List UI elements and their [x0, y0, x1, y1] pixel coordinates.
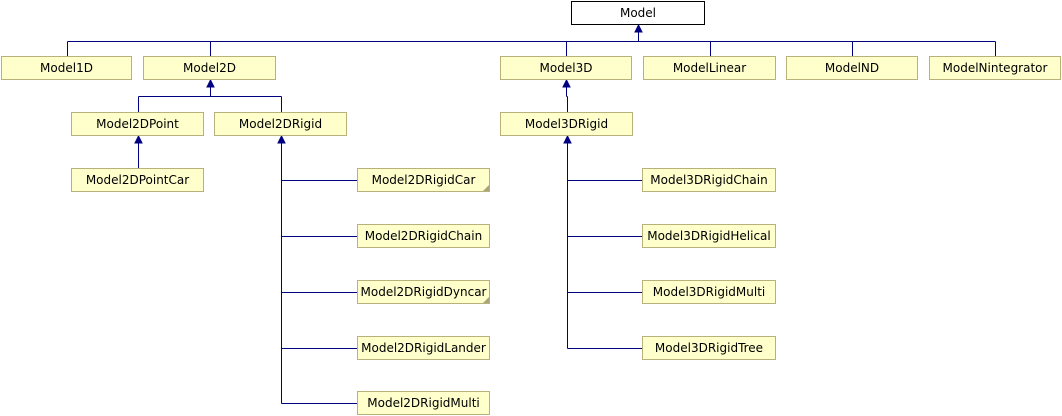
node-model2drigidmulti[interactable]: Model2DRigidMulti	[357, 391, 490, 415]
inheritance-arrow-icon	[134, 134, 143, 144]
inheritance-arrow-icon	[563, 134, 572, 144]
node-modelnintegrator[interactable]: ModelNintegrator	[929, 56, 1061, 80]
node-model3drigid[interactable]: Model3DRigid	[500, 112, 633, 136]
node-model2drigidlander[interactable]: Model2DRigidLander	[357, 336, 490, 360]
node-model[interactable]: Model	[571, 1, 705, 25]
node-modellinear[interactable]: ModelLinear	[643, 56, 776, 80]
node-model2dpointcar[interactable]: Model2DPointCar	[71, 168, 204, 192]
node-model2drigidcar[interactable]: Model2DRigidCar	[357, 168, 490, 192]
node-modelnd[interactable]: ModelND	[786, 56, 918, 80]
node-model3d[interactable]: Model3D	[500, 56, 632, 80]
inheritance-arrow-icon	[206, 78, 215, 88]
node-model2drigid[interactable]: Model2DRigid	[214, 112, 347, 136]
node-model3drigidmulti[interactable]: Model3DRigidMulti	[642, 280, 776, 304]
node-model1d[interactable]: Model1D	[1, 56, 132, 80]
node-model2drigiddyncar[interactable]: Model2DRigidDyncar	[357, 280, 490, 304]
inheritance-arrow-icon	[634, 23, 643, 33]
inheritance-arrow-icon	[562, 78, 571, 88]
folded-corner-icon	[483, 297, 489, 303]
node-model3drigidhelical[interactable]: Model3DRigidHelical	[642, 224, 776, 248]
node-model3drigidtree[interactable]: Model3DRigidTree	[642, 336, 776, 360]
node-model3drigidchain[interactable]: Model3DRigidChain	[642, 168, 776, 192]
node-label: Model2DRigidDyncar	[360, 285, 487, 299]
node-model2dpoint[interactable]: Model2DPoint	[71, 112, 204, 136]
node-model2drigidchain[interactable]: Model2DRigidChain	[357, 224, 490, 248]
folded-corner-icon	[483, 185, 489, 191]
inheritance-arrow-icon	[277, 134, 286, 144]
node-label: Model2DRigidCar	[371, 173, 476, 187]
node-model2d[interactable]: Model2D	[143, 56, 276, 80]
